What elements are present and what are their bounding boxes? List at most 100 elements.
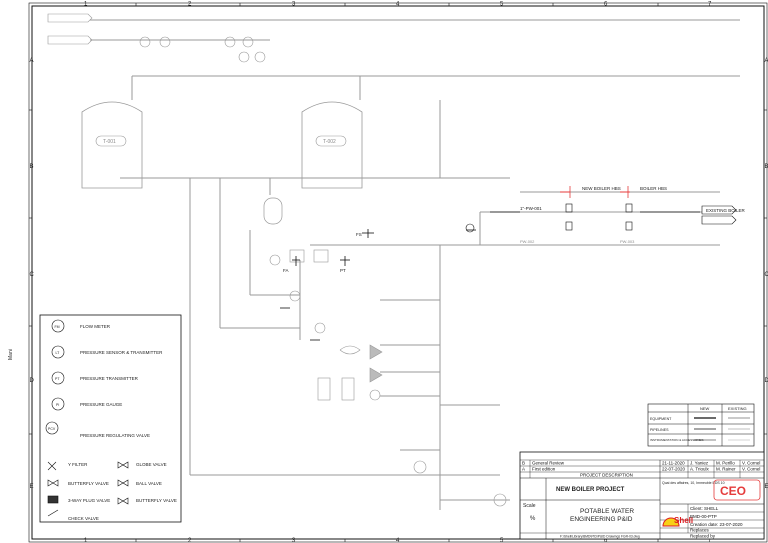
rev-row-2-app: V. Cornel <box>742 467 760 472</box>
replaced-by: Replaced by <box>690 534 716 539</box>
rev-row-1-by: J. Yaniez <box>690 461 709 466</box>
rev-row-2-by: A. Trioulx <box>690 467 710 472</box>
legend-sym-pt: PT <box>55 377 60 381</box>
legend-label-fm: FLOW METER <box>80 324 111 329</box>
row-letter-a-right: A <box>765 58 768 64</box>
legend-label-pi: PRESSURE GAUGE <box>80 402 122 407</box>
company-address: Quai des affaires, 10, Immeuble EDS 10 <box>662 481 725 485</box>
title-block: B General Review 21-11-2020 J. Yaniez M.… <box>519 451 765 540</box>
boiler-tag-existing: EXISTING BOILER <box>706 208 746 213</box>
drawing-title-line-1: POTABLE WATER <box>580 508 634 515</box>
row-letter-b: B <box>30 164 34 170</box>
legend-valves <box>47 461 129 517</box>
rev-row-2-rev: A <box>522 467 525 472</box>
rev-row-2-date: 22-07-2020 <box>662 467 686 472</box>
supply-tags <box>47 13 266 63</box>
linetype-row-equipment: EQUIPMENT <box>650 417 672 421</box>
boiler-tag-new-1: NEW BOILER HBS <box>582 186 621 191</box>
linetype-new-header: NEW <box>700 406 710 411</box>
legend-instruments: FM LT PT PI PCV FLOW METER PRESSURE SENS… <box>45 319 163 438</box>
col-number-5-bottom: 5 <box>500 538 504 543</box>
col-number-6: 6 <box>604 2 608 8</box>
legend-label-lt: PRESSURE SENSOR & TRANSMITTER <box>80 350 163 355</box>
valve-tag-fs: FS <box>356 232 362 237</box>
rev-row-1-date: 21-11-2020 <box>662 461 685 466</box>
tank-t-002: T-002 <box>301 101 363 189</box>
legend-sym-lt: LT <box>56 351 61 355</box>
legend-valve-ball: BALL VALVE <box>136 481 162 486</box>
replaces: Replaces <box>690 528 710 533</box>
col-number-7: 7 <box>708 2 712 8</box>
feed-label-1: PW-002 <box>520 239 535 244</box>
tank-t-002-label: T-002 <box>323 139 336 145</box>
legend-valve-butterfly: BUTTERFLY VALVE <box>68 481 109 486</box>
black-valves <box>280 229 476 341</box>
client-name: Client: SHELL <box>690 506 719 511</box>
pipelines <box>90 19 740 510</box>
legend-box <box>39 314 182 523</box>
legend-sym-pcv: PCV <box>48 427 56 431</box>
rev-row-2-chk: M. Rainer <box>716 467 736 472</box>
rev-row-1-app: V. Cornel <box>742 461 760 466</box>
col-number-5: 5 <box>500 2 504 8</box>
legend-sym-pi: PI <box>56 403 59 407</box>
footer-file-path: F:\Shell\Library\BMD\PID\P&ID Drawings F… <box>560 535 640 539</box>
linetype-row-pipelines: PIPELINES <box>650 428 669 432</box>
boiler-connections <box>465 186 737 233</box>
col-number-1-bottom: 1 <box>84 538 88 543</box>
legend-valve-3way: 3-WAY PLUG VALVE <box>68 498 110 503</box>
feed-label-2: PW-003 <box>620 239 635 244</box>
rev-header: PROJECT DESCRIPTION <box>580 473 633 478</box>
row-letter-e-right: E <box>765 484 768 490</box>
sheet-border <box>31 5 765 540</box>
valve-tag-pt: PT <box>340 268 346 273</box>
col-number-6-bottom: 6 <box>604 538 608 543</box>
col-number-3: 3 <box>292 2 296 8</box>
col-number-2-bottom: 2 <box>188 538 192 543</box>
col-number-2: 2 <box>188 2 192 8</box>
rev-row-2-desc: First edition <box>532 467 556 472</box>
linetype-legend: NEW EXISTING EQUIPMENT PIPELINES INSTRUM… <box>647 403 755 447</box>
rev-row-1-rev: B <box>522 461 525 466</box>
scale-label: Scale <box>523 503 536 509</box>
doc-number: BMD-00-PTP <box>690 514 717 519</box>
valve-tag-fa: FA <box>283 268 289 273</box>
row-letter-a: A <box>30 58 34 64</box>
linetype-existing-header: EXISTING <box>728 406 747 411</box>
col-number-4-bottom: 4 <box>396 538 400 543</box>
column-tick-marks <box>29 3 767 542</box>
buffer-tank <box>263 197 283 225</box>
legend-valve-yfilter: Y FILTER <box>68 462 88 467</box>
rev-row-1-desc: General Review <box>532 461 565 466</box>
ceo-logo-text: CEO <box>720 484 746 498</box>
boiler-tag-new-2: BOILER HBS <box>640 186 667 191</box>
row-letter-b-right: B <box>765 164 768 170</box>
col-number-3-bottom: 3 <box>292 538 296 543</box>
tank-t-001: T-001 <box>81 101 143 189</box>
legend-valve-butterfly-2: BUTTERFLY VALVE <box>136 498 177 503</box>
col-number-1: 1 <box>84 2 88 8</box>
row-letter-c: C <box>30 272 35 278</box>
legend-valve-globe: GLOBE VALVE <box>136 462 167 467</box>
project-name: NEW BOILER PROJECT <box>556 487 625 493</box>
linetype-row-instruments: INSTRUMENTATION & ACCESSORIES <box>650 438 704 442</box>
scale-value: % <box>530 516 536 522</box>
rev-row-1-chk: M. Perillo <box>716 461 735 466</box>
shell-logo-text: Shell <box>674 516 693 525</box>
pump-set <box>269 249 507 507</box>
header-line-label: 1"-PW-001 <box>520 206 542 211</box>
drawing-title-line-2: ENGINEERING P&ID <box>570 516 633 523</box>
row-letter-d: D <box>30 378 35 384</box>
ceo-logo: CEO <box>713 479 761 501</box>
row-letter-d-right: D <box>765 378 768 384</box>
legend-sym-fm: FM <box>55 325 60 329</box>
col-number-7-bottom: 7 <box>708 538 712 543</box>
legend-label-pt: PRESSURE TRANSMITTER <box>80 376 139 381</box>
row-letter-e: E <box>30 484 34 490</box>
creation-date: Creation date: 23-07-2020 <box>690 522 743 527</box>
col-number-4: 4 <box>396 2 400 8</box>
shell-logo: Shell <box>662 516 693 527</box>
side-label: Mani <box>8 349 14 360</box>
tank-t-001-label: T-001 <box>103 139 116 145</box>
